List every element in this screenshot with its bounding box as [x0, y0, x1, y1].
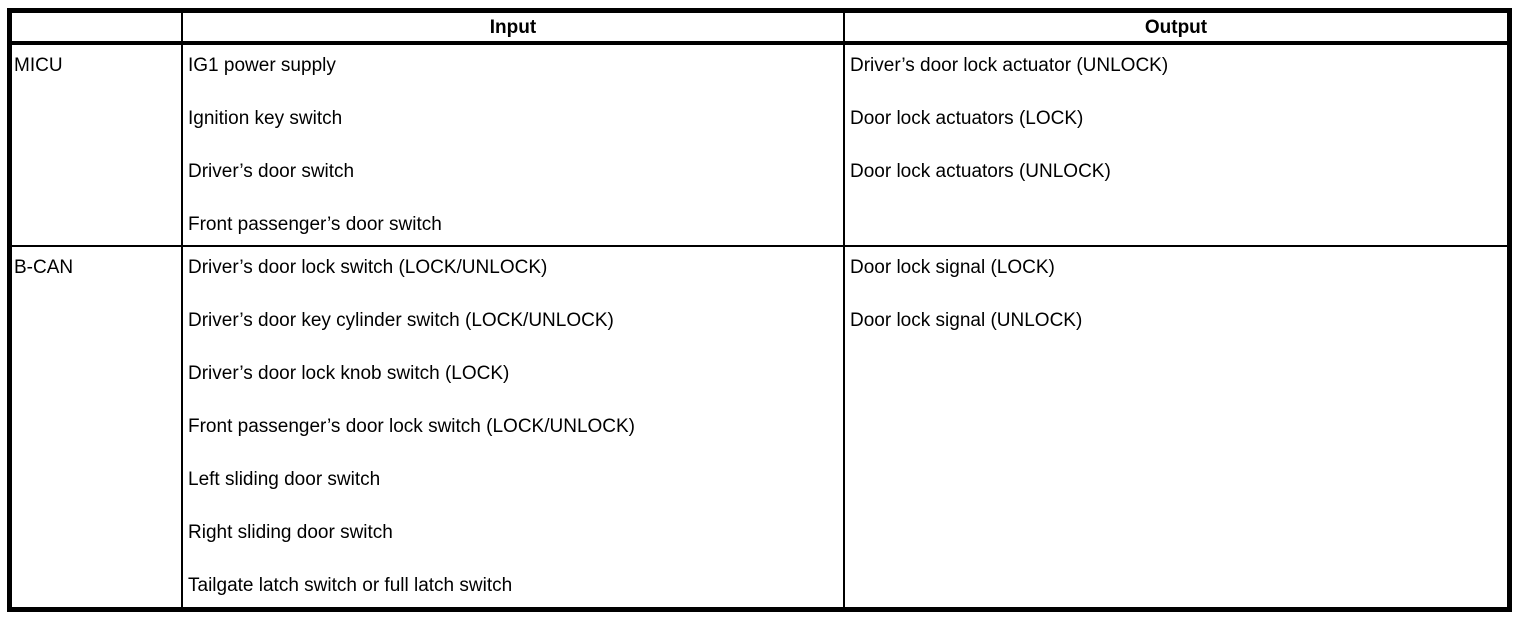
header-output-label: Output	[1144, 16, 1208, 38]
header-input-label: Input	[489, 16, 537, 38]
bcan-outputs-cell: Door lock signal (LOCK) Door lock signal…	[845, 247, 1507, 607]
input-item: Front passenger’s door switch	[188, 214, 442, 235]
header-input-cell: Input	[183, 13, 845, 45]
source-label: MICU	[14, 55, 63, 76]
micu-outputs-cell: Driver’s door lock actuator (UNLOCK) Doo…	[845, 45, 1507, 247]
input-item: Driver’s door switch	[188, 161, 355, 182]
input-item: Driver’s door lock switch (LOCK/UNLOCK)	[188, 257, 548, 278]
header-output-cell: Output	[845, 13, 1507, 45]
input-item: Right sliding door switch	[188, 522, 393, 543]
micu-inputs-cell: IG1 power supply Ignition key switch Dri…	[183, 45, 845, 247]
bcan-inputs-cell: Driver’s door lock switch (LOCK/UNLOCK) …	[183, 247, 845, 607]
output-item: Door lock actuators (UNLOCK)	[850, 161, 1111, 182]
input-item: Driver’s door lock knob switch (LOCK)	[188, 363, 510, 384]
input-item: Front passenger’s door lock switch (LOCK…	[188, 416, 636, 437]
output-item: Door lock signal (LOCK)	[850, 257, 1055, 278]
io-table: Input Output MICU IG1 power supply Ignit…	[7, 8, 1512, 612]
input-item: IG1 power supply	[188, 55, 336, 76]
header-corner-cell	[12, 13, 183, 45]
output-item: Door lock actuators (LOCK)	[850, 108, 1084, 129]
output-item: Door lock signal (UNLOCK)	[850, 310, 1083, 331]
row-label-bcan: B-CAN	[12, 247, 183, 607]
input-item: Left sliding door switch	[188, 469, 381, 490]
input-item: Tailgate latch switch or full latch swit…	[188, 575, 513, 596]
row-label-micu: MICU	[12, 45, 183, 247]
input-item: Driver’s door key cylinder switch (LOCK/…	[188, 310, 614, 331]
input-item: Ignition key switch	[188, 108, 343, 129]
source-label: B-CAN	[14, 257, 74, 278]
output-item: Driver’s door lock actuator (UNLOCK)	[850, 55, 1169, 76]
